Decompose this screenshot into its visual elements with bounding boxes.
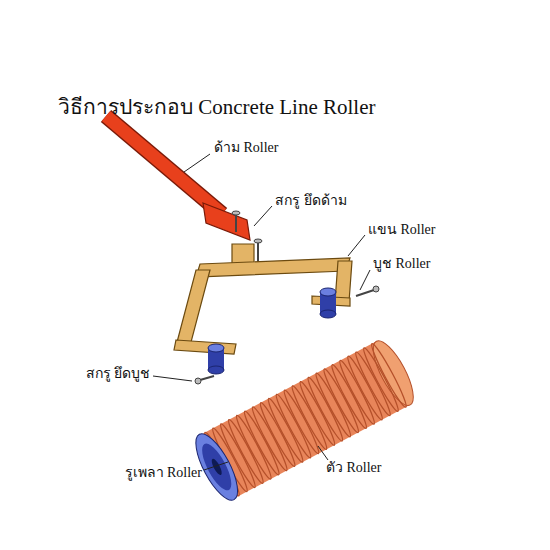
part-label: แขน Roller (368, 222, 436, 239)
part-label: สกรู ยึดบูช (86, 366, 151, 383)
part-label: บูช Roller (373, 256, 431, 273)
handle-outline (106, 116, 222, 214)
screw-head (373, 286, 379, 292)
roller-arm (174, 244, 352, 354)
part-label: สกรู ยึดด้าม (275, 193, 347, 210)
bushing (208, 344, 224, 374)
part-label: ตัว Roller (326, 460, 382, 477)
part-label: ด้าม Roller (214, 140, 279, 157)
bushing (320, 288, 336, 318)
roller-body (188, 335, 421, 506)
handle-bracket (203, 203, 250, 240)
diagram-title: วิธีการประกอบ Concrete Line Roller (58, 90, 376, 123)
screw-head (232, 211, 240, 215)
part-label: รูเพลา Roller (125, 465, 203, 482)
handle-tube (106, 116, 222, 214)
screw-head (254, 239, 262, 243)
screw-head (195, 378, 201, 384)
leader-lines (153, 154, 370, 470)
roller-ridge (368, 342, 409, 409)
